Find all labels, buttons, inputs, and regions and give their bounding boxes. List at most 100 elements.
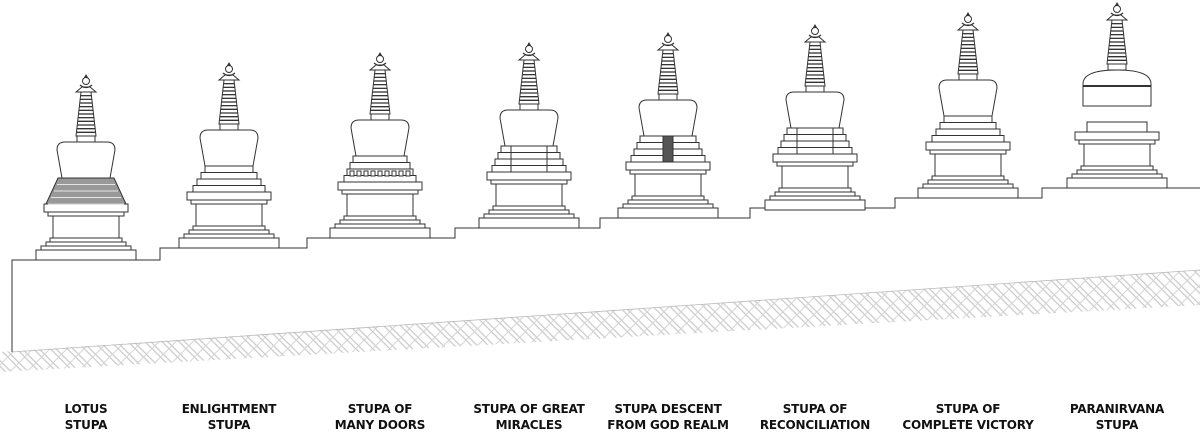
- label-line2: STUPA: [207, 418, 251, 432]
- label-line1: STUPA DESCENT: [614, 402, 722, 416]
- label-line2: STUPA: [1095, 418, 1139, 432]
- moon-icon: [1110, 12, 1124, 17]
- sun-disc-icon: [1113, 5, 1121, 13]
- base-step: [1071, 173, 1163, 179]
- label-line2: STUPA: [64, 418, 108, 432]
- step-tier: [780, 140, 850, 148]
- base-step: [922, 183, 1014, 189]
- door: [377, 170, 383, 177]
- step-tier: [200, 172, 258, 180]
- base-step: [769, 195, 861, 201]
- moon-icon: [373, 62, 387, 67]
- stupa-of-many-doors: [329, 52, 431, 239]
- sun-disc-icon: [811, 27, 819, 35]
- drum: [346, 193, 414, 217]
- jewel-icon: [527, 42, 531, 46]
- hatched-ground: [0, 270, 1200, 372]
- harmika: [519, 103, 539, 111]
- drum: [1083, 143, 1151, 167]
- label-line1: STUPA OF: [782, 402, 848, 416]
- step-tier: [786, 127, 844, 135]
- stupa-of-complete-victory: [917, 12, 1019, 199]
- cornice: [772, 153, 858, 163]
- step-tier: [494, 158, 564, 166]
- moon-icon: [961, 22, 975, 27]
- stupa-of-great-miracles: [478, 42, 580, 229]
- base-step: [931, 175, 1005, 181]
- base-step: [183, 233, 275, 239]
- base-step: [1080, 165, 1154, 171]
- door: [356, 170, 362, 177]
- moon-icon: [522, 52, 536, 57]
- jewel-icon: [1115, 2, 1119, 6]
- label-line1: STUPA OF GREAT: [473, 402, 585, 416]
- base-slab: [764, 199, 866, 211]
- base-step: [778, 187, 852, 193]
- cornice: [486, 171, 572, 181]
- base-step: [622, 203, 714, 209]
- jewel-icon: [966, 12, 970, 16]
- cornice-lower: [629, 169, 707, 175]
- label-line1: PARANIRVANA: [1069, 402, 1165, 416]
- harmika: [805, 85, 825, 93]
- step-tier: [943, 115, 993, 123]
- base-slab: [329, 227, 431, 239]
- slope-line: [11, 269, 1200, 353]
- vase: [499, 109, 559, 147]
- label-line1: ENLIGHTMENT: [181, 402, 277, 416]
- ground-terrace: [0, 187, 1200, 372]
- label-line2: RECONCILIATION: [759, 418, 871, 432]
- enlightment-stupa: [178, 62, 280, 249]
- base-slab: [35, 249, 137, 261]
- step-tier: [935, 128, 1001, 136]
- door-tier: [352, 155, 408, 163]
- label-line2: MANY DOORS: [334, 418, 426, 432]
- cornice: [1074, 131, 1160, 141]
- stupa-descent-from-god-realm: [617, 32, 719, 219]
- stupa-group: [35, 2, 1168, 261]
- base-step: [334, 223, 426, 229]
- door: [349, 170, 355, 177]
- drum: [934, 153, 1002, 177]
- cornice: [625, 161, 711, 171]
- drum: [495, 183, 563, 207]
- harmika: [1107, 63, 1127, 71]
- bell-dome: [1082, 69, 1152, 107]
- base-step: [192, 225, 266, 231]
- sun-disc-icon: [225, 65, 233, 73]
- base-step: [492, 205, 566, 211]
- lotus-stupa: [35, 74, 137, 261]
- drum: [52, 215, 120, 239]
- step-tier: [500, 145, 558, 153]
- base-slab: [178, 237, 280, 249]
- step-tier: [192, 185, 266, 193]
- cornice-lower: [490, 179, 568, 185]
- base-step: [483, 213, 575, 219]
- sun-disc-icon: [664, 35, 672, 43]
- step-tier: [204, 165, 254, 173]
- harmika: [370, 113, 390, 121]
- sun-disc-icon: [525, 45, 533, 53]
- base-step: [927, 179, 1009, 185]
- base-step: [774, 191, 856, 197]
- moon-icon: [808, 34, 822, 39]
- vase: [785, 91, 845, 129]
- cornice: [186, 191, 272, 201]
- vase: [350, 119, 410, 157]
- vase: [638, 99, 698, 137]
- step-tier: [777, 147, 853, 155]
- cornice-lower: [47, 211, 125, 217]
- cornice: [337, 181, 423, 191]
- drum: [195, 203, 263, 227]
- base-step: [631, 195, 705, 201]
- paranirvana-stupa: [1066, 2, 1168, 189]
- base-step: [1076, 169, 1158, 175]
- step-tier: [196, 178, 262, 186]
- label-line2: MIRACLES: [495, 418, 563, 432]
- step-tier: [497, 152, 561, 160]
- label-line1: STUPA OF: [935, 402, 1001, 416]
- jewel-icon: [84, 74, 88, 78]
- door: [391, 170, 397, 177]
